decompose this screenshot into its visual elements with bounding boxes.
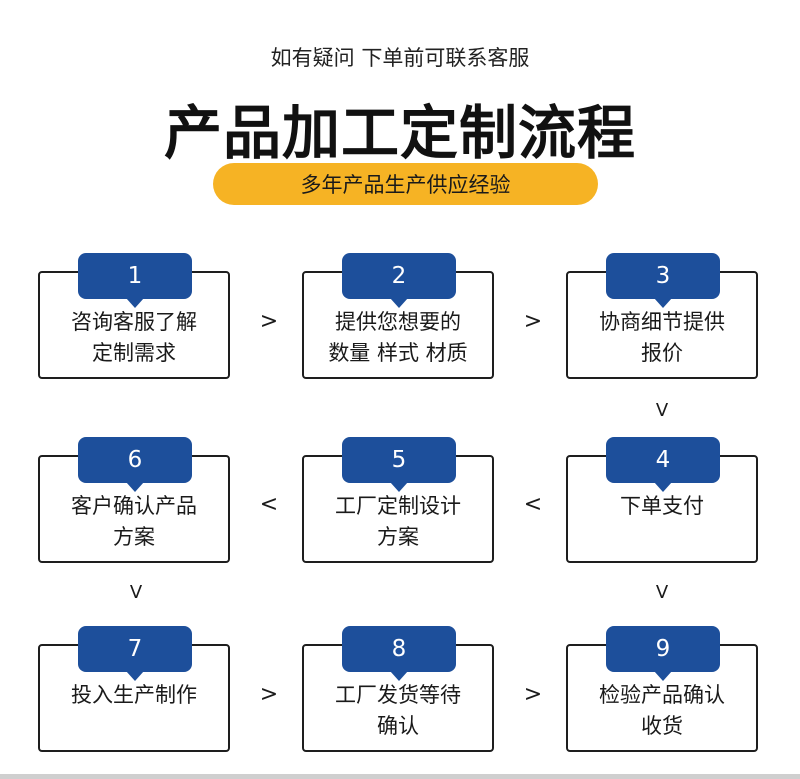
arrow-down: V	[655, 400, 669, 421]
step-3: 3 协商细节提供 报价	[566, 253, 758, 379]
arrow-down: V	[655, 582, 669, 603]
step-5: 5 工厂定制设计 方案	[302, 437, 494, 563]
step-label: 客户确认产品 方案	[71, 494, 197, 549]
step-9: 9 检验产品确认 收货	[566, 626, 758, 752]
arrow-right: >	[259, 682, 279, 707]
step-2: 2 提供您想要的 数量 样式 材质	[302, 253, 494, 379]
step-number-badge: 9	[606, 626, 720, 681]
step-label: 协商细节提供 报价	[599, 310, 725, 365]
step-label: 提供您想要的 数量 样式 材质	[328, 310, 468, 365]
arrow-right: >	[259, 309, 279, 334]
bottom-divider	[0, 774, 800, 779]
step-label: 下单支付	[620, 494, 704, 518]
step-label: 工厂发货等待 确认	[335, 683, 461, 738]
step-1: 1 咨询客服了解 定制需求	[38, 253, 230, 379]
step-number-badge: 4	[606, 437, 720, 492]
arrow-left: <	[523, 492, 543, 517]
step-number-badge: 5	[342, 437, 456, 492]
step-number-badge: 2	[342, 253, 456, 308]
arrow-right: >	[523, 682, 543, 707]
step-number-badge: 1	[78, 253, 192, 308]
step-label: 工厂定制设计 方案	[335, 494, 461, 549]
step-8: 8 工厂发货等待 确认	[302, 626, 494, 752]
step-number-badge: 8	[342, 626, 456, 681]
step-label: 咨询客服了解 定制需求	[71, 310, 197, 365]
page-title: 产品加工定制流程	[163, 99, 636, 167]
arrow-right: >	[523, 309, 543, 334]
experience-pill: 多年产品生产供应经验	[213, 163, 598, 205]
step-number-badge: 6	[78, 437, 192, 492]
step-number-badge: 7	[78, 626, 192, 681]
step-4: 4 下单支付	[566, 437, 758, 563]
arrow-down: V	[129, 582, 143, 603]
step-label: 投入生产制作	[71, 683, 197, 707]
subtitle: 如有疑问 下单前可联系客服	[270, 46, 530, 70]
step-number-badge: 3	[606, 253, 720, 308]
step-6: 6 客户确认产品 方案	[38, 437, 230, 563]
step-7: 7 投入生产制作	[38, 626, 230, 752]
arrow-left: <	[259, 492, 279, 517]
step-label: 检验产品确认 收货	[599, 683, 725, 738]
